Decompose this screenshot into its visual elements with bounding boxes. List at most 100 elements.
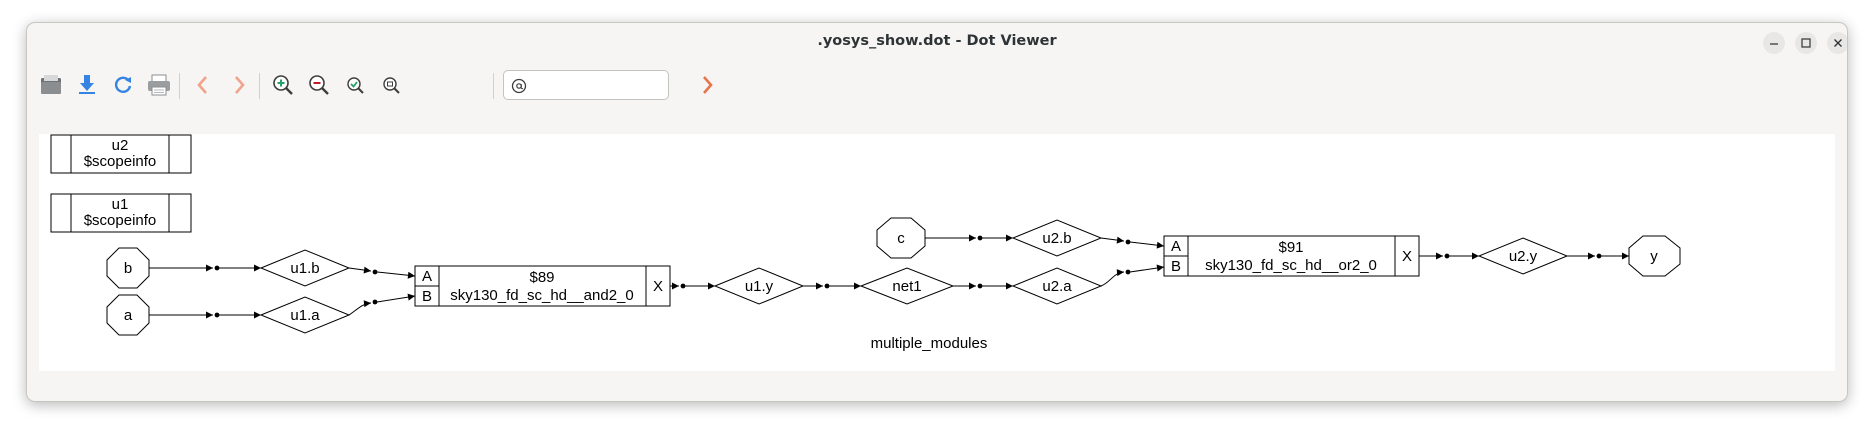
search-input[interactable] <box>532 74 666 98</box>
junction-dot <box>214 265 220 271</box>
open-icon <box>41 75 61 94</box>
print-icon <box>148 74 170 96</box>
wire-u1-b-label: u1.b <box>290 260 319 277</box>
close-icon <box>1834 39 1842 47</box>
port-a[interactable]: a <box>106 294 150 336</box>
back-icon <box>197 76 207 94</box>
zoom-fit-icon <box>347 77 364 94</box>
junction-dot <box>977 235 983 241</box>
close-button[interactable] <box>1827 32 1847 54</box>
scope-box-u2[interactable]: u2 $scopeinfo <box>50 134 192 174</box>
cell-and2-pin-b: B <box>422 288 432 305</box>
zoom-fit-button[interactable] <box>339 69 371 101</box>
edge <box>376 271 416 279</box>
zoom-out-button[interactable] <box>303 69 335 101</box>
print-button[interactable] <box>143 69 175 101</box>
wire-u1-a-label: u1.a <box>290 307 320 324</box>
forward-button[interactable] <box>223 69 255 101</box>
minimize-button[interactable] <box>1763 32 1785 54</box>
edge <box>1100 236 1125 244</box>
wire-u1-a[interactable]: u1.a <box>259 296 351 334</box>
edge <box>348 300 372 316</box>
reload-icon <box>114 76 132 93</box>
zoom-100-button[interactable] <box>375 69 407 101</box>
wire-u2-y-label: u2.y <box>1509 248 1538 265</box>
port-c-label: c <box>897 230 905 247</box>
maximize-icon <box>1801 38 1811 48</box>
junction-dot <box>214 312 220 318</box>
find-next-icon <box>703 76 713 94</box>
cell-or2-pin-a: A <box>1171 238 1181 255</box>
maximize-button[interactable] <box>1795 32 1817 54</box>
find-icon <box>511 78 527 94</box>
dot-viewer-window: .yosys_show.dot - Dot Viewer <box>26 22 1848 402</box>
find-next-button[interactable] <box>691 69 723 101</box>
cell-or2-id: $91 <box>1278 239 1303 256</box>
cell-and2-pin-x: X <box>653 278 663 295</box>
cell-or2-pin-b: B <box>1171 258 1181 275</box>
port-y[interactable]: y <box>1628 235 1681 277</box>
search-field[interactable] <box>503 70 669 100</box>
back-button[interactable] <box>187 69 219 101</box>
cell-and2-pin-a: A <box>422 268 432 285</box>
wire-u1-b[interactable]: u1.b <box>259 249 351 287</box>
junction-dot <box>372 269 378 275</box>
title-bar[interactable]: .yosys_show.dot - Dot Viewer <box>27 23 1847 61</box>
cell-and2-type: sky130_fd_sc_hd__and2_0 <box>450 287 634 304</box>
wire-u2-b[interactable]: u2.b <box>1011 219 1103 257</box>
wire-net1[interactable]: net1 <box>859 267 955 305</box>
scope-u2-name: u2 <box>112 137 129 154</box>
download-button[interactable] <box>71 69 103 101</box>
download-icon <box>79 75 95 94</box>
wire-net1-label: net1 <box>892 278 921 295</box>
zoom-in-icon <box>273 75 293 95</box>
reload-button[interactable] <box>107 69 139 101</box>
scope-box-u1[interactable]: u1 $scopeinfo <box>50 193 192 233</box>
port-b[interactable]: b <box>106 247 150 289</box>
junction-dot <box>1444 253 1450 259</box>
wire-u2-b-label: u2.b <box>1042 230 1071 247</box>
netlist-graph: u2 $scopeinfo u1 $scopeinfo b a <box>50 134 1681 352</box>
junction-dot <box>680 283 686 289</box>
wire-u1-y[interactable]: u1.y <box>713 267 805 305</box>
edge <box>376 293 416 303</box>
toolbar <box>27 61 1847 109</box>
junction-dot <box>977 283 983 289</box>
open-button[interactable] <box>35 69 67 101</box>
cell-and2-id: $89 <box>529 269 554 286</box>
scope-u1-name: u1 <box>112 196 129 213</box>
cell-or2[interactable]: A B $91 sky130_fd_sc_hd__or2_0 X <box>1163 235 1420 277</box>
port-y-label: y <box>1650 248 1658 265</box>
minimize-icon <box>1770 43 1778 45</box>
edge <box>348 266 372 274</box>
wire-u1-y-label: u1.y <box>745 278 774 295</box>
zoom-100-icon <box>383 77 400 94</box>
scope-u1-type: $scopeinfo <box>84 212 157 229</box>
zoom-in-button[interactable] <box>267 69 299 101</box>
edge <box>1129 241 1165 249</box>
wire-u2-a[interactable]: u2.a <box>1011 267 1103 305</box>
cell-or2-type: sky130_fd_sc_hd__or2_0 <box>1205 257 1377 274</box>
junction-dot <box>372 299 378 305</box>
junction-dot <box>824 283 830 289</box>
port-c[interactable]: c <box>876 217 926 259</box>
wire-u2-a-label: u2.a <box>1042 278 1072 295</box>
window-title: .yosys_show.dot - Dot Viewer <box>817 33 1057 49</box>
toolbar-separator <box>179 73 180 99</box>
zoom-out-icon <box>309 75 329 95</box>
junction-dot <box>1125 239 1131 245</box>
forward-icon <box>235 76 245 94</box>
junction-dot <box>1596 253 1602 259</box>
junction-dot <box>1125 269 1131 275</box>
wire-u2-y[interactable]: u2.y <box>1477 237 1569 275</box>
edge <box>1100 269 1125 287</box>
cell-or2-pin-x: X <box>1402 248 1412 265</box>
toolbar-separator <box>259 73 260 99</box>
port-b-label: b <box>124 260 132 277</box>
edge <box>1129 264 1165 273</box>
port-a-label: a <box>124 307 133 324</box>
toolbar-separator <box>493 73 494 99</box>
graph-caption: multiple_modules <box>871 335 988 352</box>
graph-canvas[interactable]: u2 $scopeinfo u1 $scopeinfo b a <box>39 134 1835 371</box>
cell-and2[interactable]: A B $89 sky130_fd_sc_hd__and2_0 X <box>414 265 671 307</box>
